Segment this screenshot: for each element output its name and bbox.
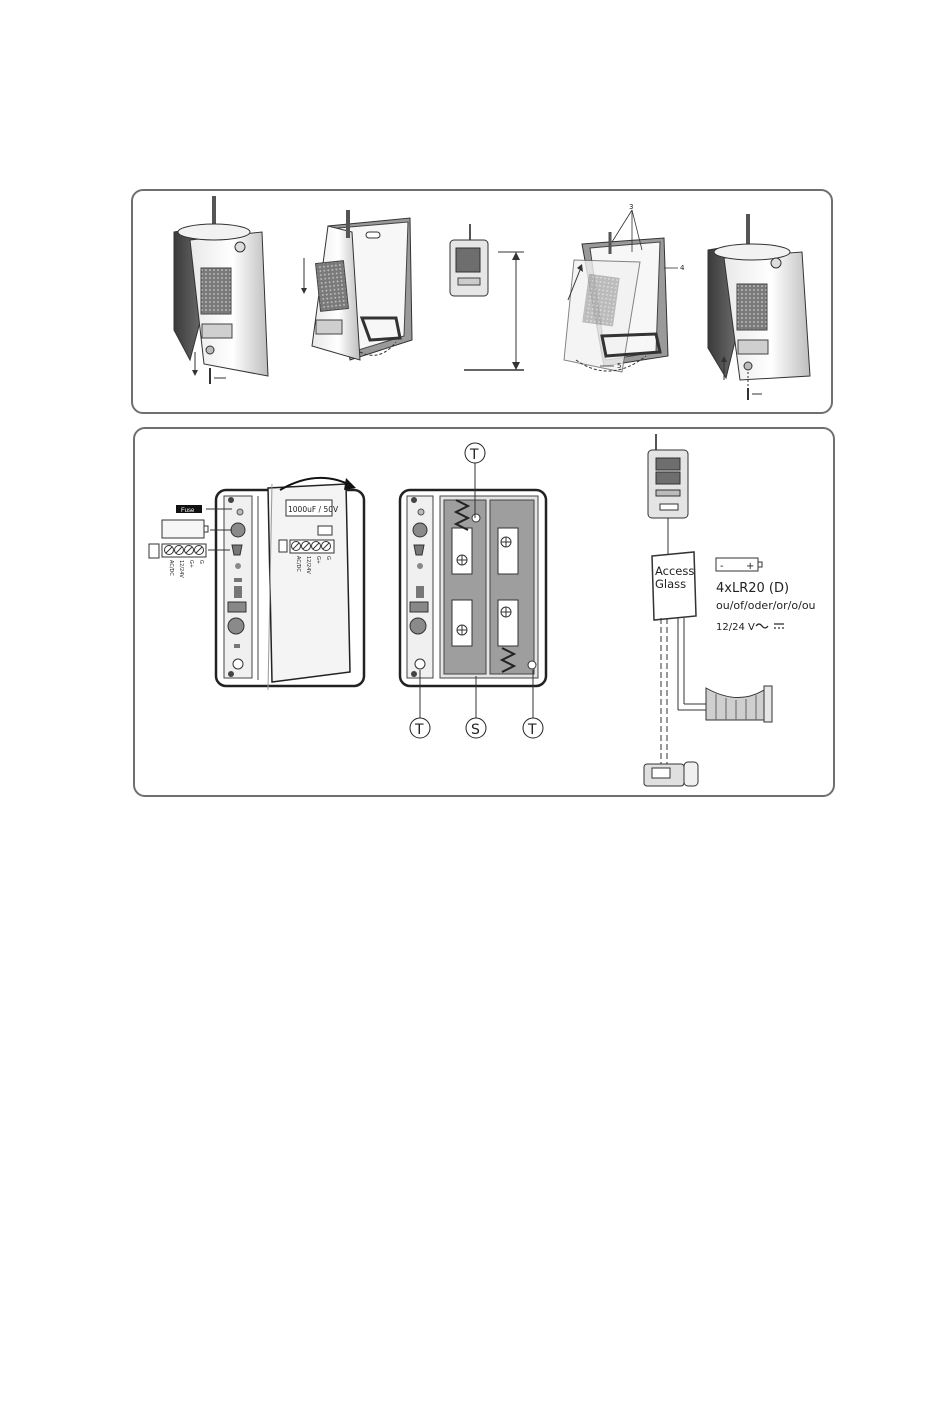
base-with-module: 1000uF / 50V G G+ 12/24V AC/DC xyxy=(216,478,364,690)
module-terminal-g: G xyxy=(325,556,331,560)
battery-plus: + xyxy=(746,561,754,572)
capacitor-label: 1000uF / 50V xyxy=(288,505,339,514)
terminal-label-g: G xyxy=(198,560,204,564)
marker-bottom-center: S xyxy=(471,722,480,738)
wiring-schematic: Access Glass - + 4xLR20 (D) ou/of/oder/o… xyxy=(644,434,816,786)
battery-compartment xyxy=(400,490,546,686)
battery-spec: 4xLR20 (D) xyxy=(716,581,789,596)
terminal-label-gplus: G+ xyxy=(188,560,194,568)
module-terminal-acdc: AC/DC xyxy=(295,556,301,572)
power-spec: 12/24 V xyxy=(716,622,755,633)
power-alternatives: ou/of/oder/or/o/ou xyxy=(716,599,816,612)
controller-label-line2: Glass xyxy=(655,577,686,591)
marker-bottom-left: T xyxy=(414,722,424,738)
dc-symbol-icon xyxy=(774,624,784,628)
terminal-label-voltage: 12/24V xyxy=(178,560,184,578)
module-terminal-voltage: 12/24V xyxy=(305,556,311,574)
terminal-label-acdc: AC/DC xyxy=(168,560,174,576)
ac-symbol-icon xyxy=(756,624,768,628)
controller-label-line1: Access xyxy=(655,564,694,578)
battery-minus: - xyxy=(720,561,724,572)
marker-top: T xyxy=(469,447,479,463)
module-terminal-gplus: G+ xyxy=(315,556,321,564)
fuse-label: Fuse xyxy=(181,508,195,514)
marker-bottom-right: T xyxy=(527,722,537,738)
